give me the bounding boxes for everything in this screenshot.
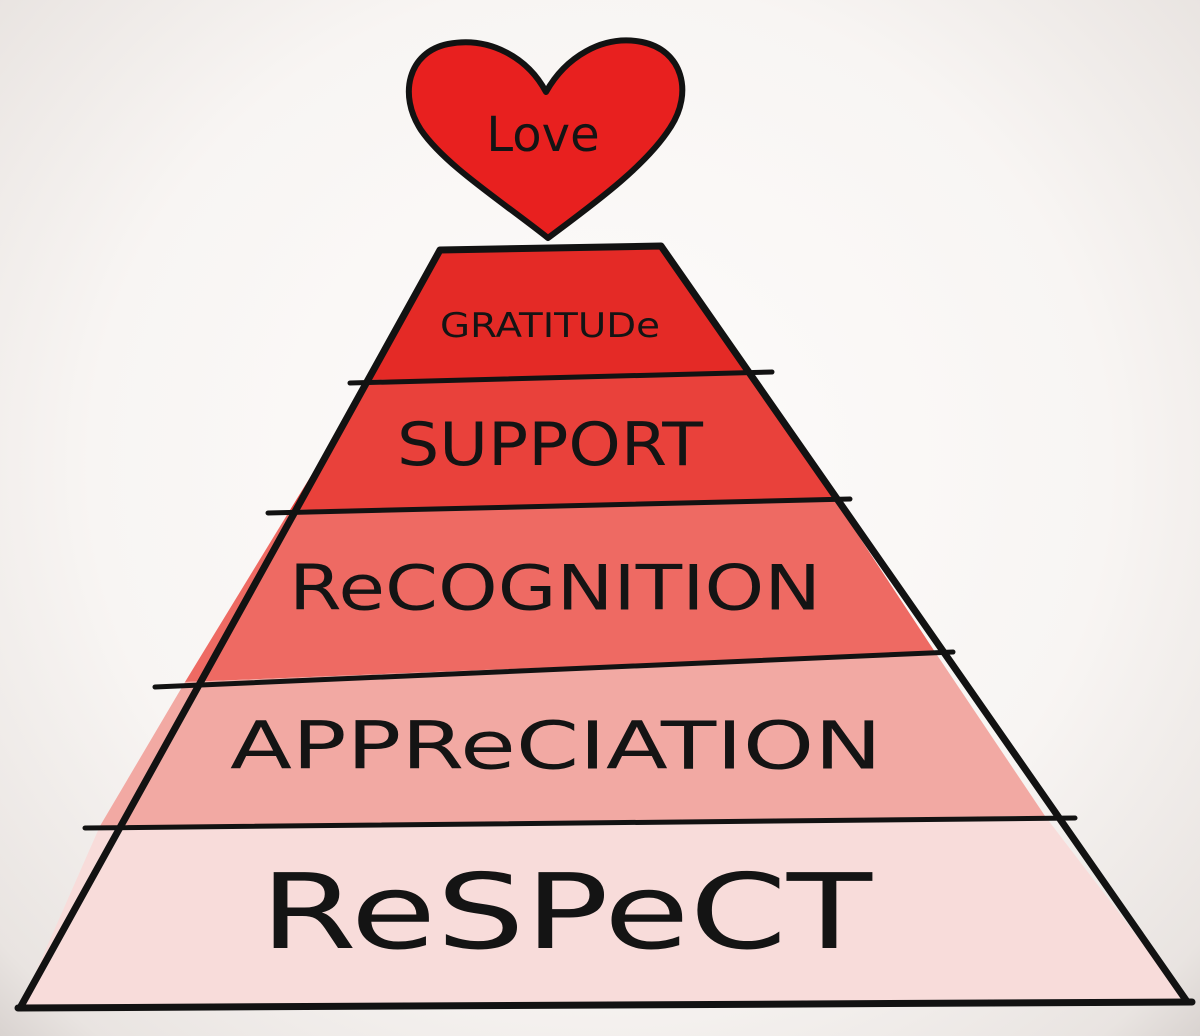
divider-line-1 [347,369,775,386]
divider-line-3 [152,649,956,690]
level-label-respect: ReSPeCT [260,851,873,973]
level-label-recognition: ReCOGNITION [289,552,821,625]
divider-line-2 [265,496,853,516]
level-label-support: SUPPORT [397,410,703,480]
level-label-gratitude: GRATITUDe [440,306,660,346]
pyramid-group: GRATITUDe SUPPORT ReCOGNITION APPReCIATI… [14,242,1196,1012]
level-label-appreciation: APPReCIATION [230,708,882,785]
pyramid-level-support [290,374,835,510]
pyramid-base-line [14,998,1196,1012]
pyramid-level-recognition [185,500,935,682]
divider-line-4 [82,815,1078,831]
pyramid-level-respect [20,816,1188,1008]
heart-label: Love [486,107,599,163]
pyramid-outline [16,242,1191,1010]
heart-group: Love [405,37,686,241]
pyramid-level-appreciation [100,652,1045,826]
heart-icon [405,37,686,241]
pyramid-level-gratitude [370,246,750,380]
